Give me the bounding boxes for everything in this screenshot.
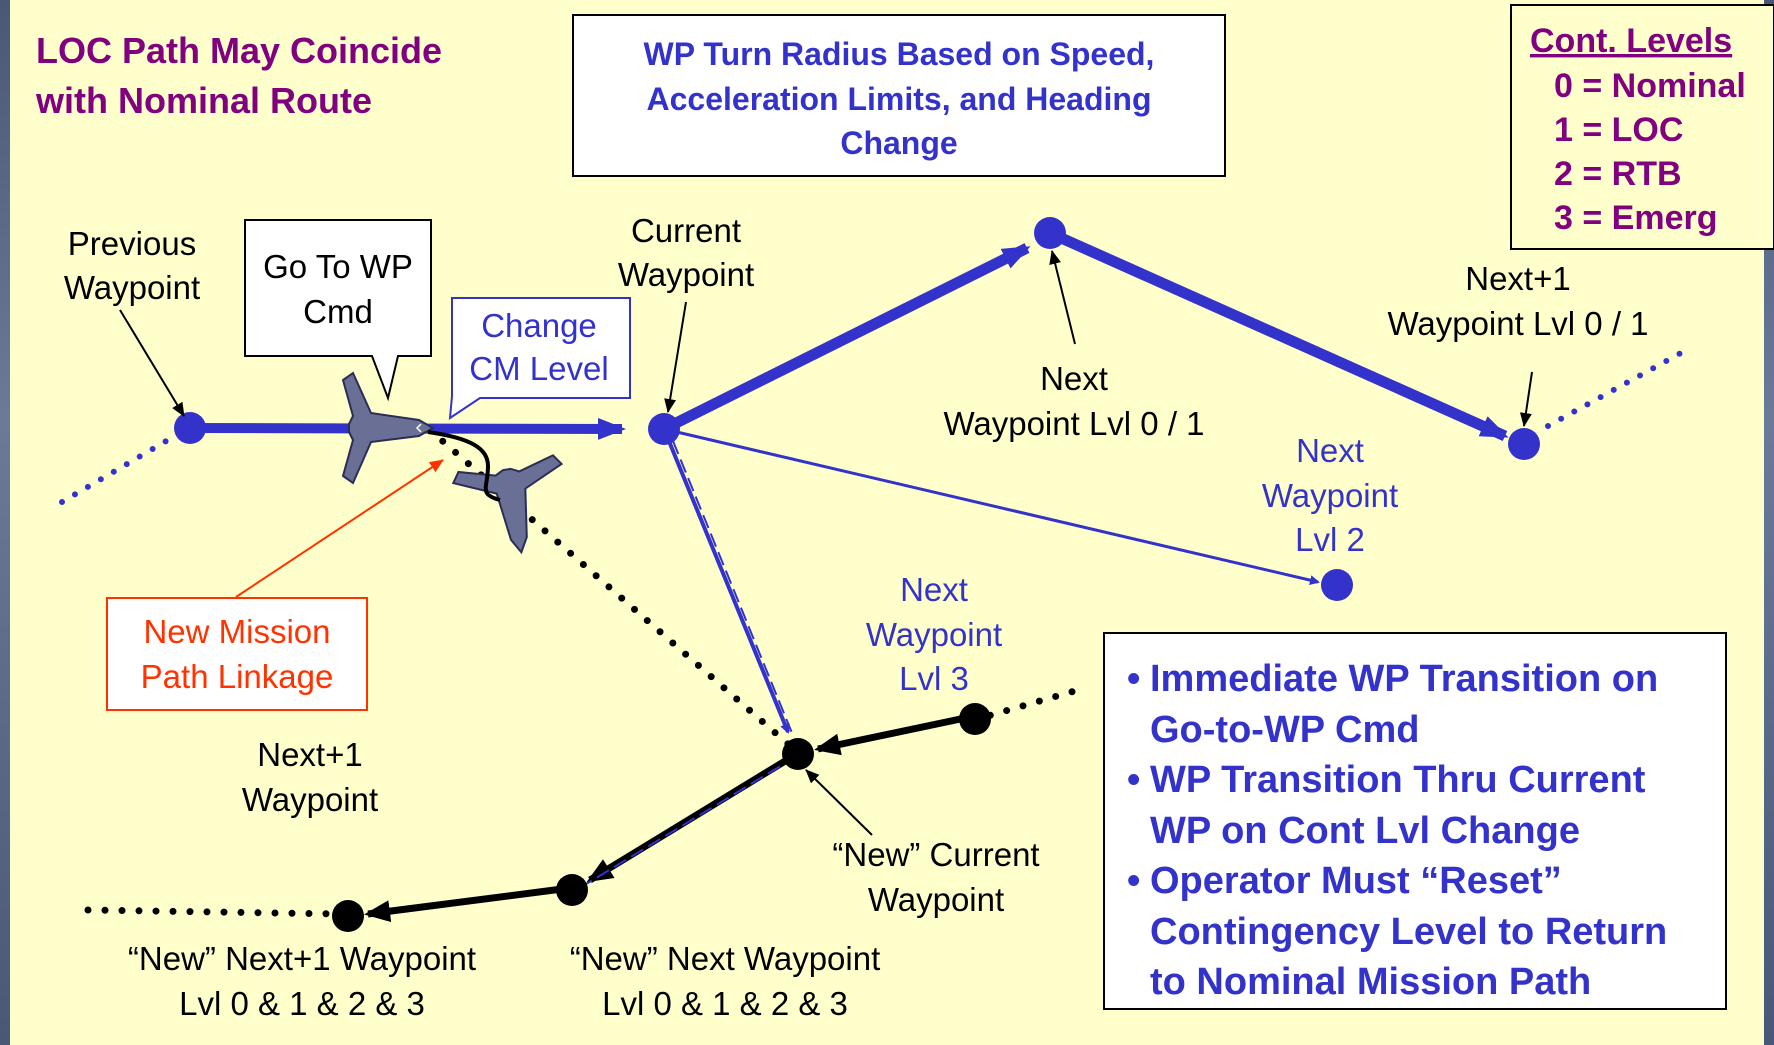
title: LOC Path May Coincide with Nominal Route — [35, 30, 442, 121]
svg-text:Lvl 0 & 1 & 2 & 3: Lvl 0 & 1 & 2 & 3 — [179, 985, 425, 1022]
svg-text:Waypoint: Waypoint — [866, 616, 1002, 653]
next1-waypoint-lvl01-marker — [1508, 428, 1540, 460]
svg-text:Next: Next — [1296, 432, 1364, 469]
label-new-next1-waypoint: “New” Next+1 Waypoint Lvl 0 & 1 & 2 & 3 — [128, 940, 476, 1022]
svg-text:Waypoint: Waypoint — [64, 269, 200, 306]
bullets-box — [1103, 632, 1727, 1010]
svg-text:•: • — [1127, 658, 1140, 700]
legend: Cont. Levels 0 = Nominal 1 = LOC 2 = RTB… — [1530, 22, 1746, 237]
label-next-waypoint-lvl3: Next Waypoint Lvl 3 — [866, 571, 1002, 697]
title-line1: LOC Path May Coincide — [36, 30, 442, 71]
svg-text:Acceleration Limits, and Headi: Acceleration Limits, and Heading — [647, 81, 1152, 117]
aircraft-turning-icon — [451, 454, 564, 555]
new-mission-path-linkage: New Mission Path Linkage — [141, 613, 334, 695]
label-next-waypoint-lvl2: Next Waypoint Lvl 2 — [1262, 432, 1398, 558]
label-next1-waypoint: Next+1 Waypoint — [242, 736, 378, 818]
label-previous-waypoint: Previous Waypoint — [64, 225, 200, 306]
legend-item-3: 3 = Emerg — [1554, 199, 1717, 237]
svg-text:Go To WP: Go To WP — [263, 248, 413, 285]
svg-text:Waypoint Lvl 0 / 1: Waypoint Lvl 0 / 1 — [1387, 305, 1648, 342]
bullet-item-3: • Operator Must “Reset” Contingency Leve… — [1127, 860, 1667, 1003]
waypoint-markers — [174, 217, 1540, 932]
svg-text:to Nominal Mission Path: to Nominal Mission Path — [1150, 961, 1591, 1003]
change-cm-level-callout: Change CM Level — [469, 307, 608, 387]
svg-text:Operator Must “Reset”: Operator Must “Reset” — [1150, 860, 1562, 902]
svg-text:Next: Next — [900, 571, 968, 608]
label-new-current-waypoint: “New” Current Waypoint — [832, 836, 1039, 918]
svg-text:“New” Current: “New” Current — [832, 836, 1039, 873]
contingency-route — [364, 713, 971, 923]
legend-header: Cont. Levels — [1530, 22, 1732, 60]
svg-text:“New” Next+1 Waypoint: “New” Next+1 Waypoint — [128, 940, 476, 977]
change-cm-level-callout-shape — [448, 297, 631, 420]
svg-text:New Mission: New Mission — [143, 613, 330, 650]
svg-text:Waypoint: Waypoint — [618, 256, 754, 293]
turn-radius-text: WP Turn Radius Based on Speed, Accelerat… — [644, 36, 1155, 161]
svg-text:Current: Current — [631, 212, 741, 249]
next-waypoint-lvl3-marker — [959, 703, 991, 735]
label-current-waypoint: Current Waypoint — [618, 212, 754, 293]
bullet-item-1: • Immediate WP Transition on Go-to-WP Cm… — [1127, 658, 1658, 751]
svg-text:Path Linkage: Path Linkage — [141, 658, 334, 695]
svg-text:Waypoint Lvl 0 / 1: Waypoint Lvl 0 / 1 — [943, 405, 1204, 442]
svg-text:WP Turn Radius Based on Speed,: WP Turn Radius Based on Speed, — [644, 36, 1155, 72]
go-to-wp-callout: Go To WP Cmd — [263, 248, 413, 330]
new-next1-waypoint-marker — [332, 900, 364, 932]
current-waypoint-marker — [648, 413, 680, 445]
legend-item-1: 1 = LOC — [1554, 111, 1683, 149]
svg-text:Lvl 0 & 1 & 2 & 3: Lvl 0 & 1 & 2 & 3 — [602, 985, 848, 1022]
next-waypoint-lvl01-marker — [1034, 217, 1066, 249]
svg-text:Cmd: Cmd — [303, 293, 373, 330]
bullet-list: • Immediate WP Transition on Go-to-WP Cm… — [1127, 658, 1667, 1003]
svg-text:Next+1: Next+1 — [257, 736, 362, 773]
svg-text:Next: Next — [1040, 360, 1108, 397]
svg-text:Change: Change — [481, 307, 597, 344]
legend-box — [1510, 4, 1774, 250]
turn-path — [427, 430, 501, 502]
svg-text:Previous: Previous — [68, 225, 196, 262]
svg-text:Immediate WP Transition on: Immediate WP Transition on — [1150, 658, 1658, 700]
dotted-lines — [59, 345, 1693, 918]
svg-text:Contingency Level to Return: Contingency Level to Return — [1150, 911, 1667, 953]
svg-text:Lvl 2: Lvl 2 — [1295, 521, 1365, 558]
pointer-arrows — [119, 250, 1533, 836]
svg-text:•: • — [1127, 860, 1140, 902]
svg-text:Next+1: Next+1 — [1465, 260, 1570, 297]
new-mission-box — [106, 597, 368, 711]
svg-text:Waypoint: Waypoint — [868, 881, 1004, 918]
turn-radius-box — [572, 14, 1226, 177]
svg-text:•: • — [1127, 759, 1140, 801]
title-line2: with Nominal Route — [35, 80, 372, 121]
new-next-waypoint-marker — [556, 874, 588, 906]
svg-text:WP Transition Thru Current: WP Transition Thru Current — [1150, 759, 1646, 801]
svg-text:Waypoint: Waypoint — [1262, 477, 1398, 514]
svg-text:“New” Next Waypoint: “New” Next Waypoint — [570, 940, 881, 977]
label-next1-waypoint-lvl01: Next+1 Waypoint Lvl 0 / 1 — [1387, 260, 1648, 342]
legend-item-0: 0 = Nominal — [1554, 67, 1746, 105]
label-next-waypoint-lvl01: Next Waypoint Lvl 0 / 1 — [943, 360, 1204, 442]
svg-text:WP on Cont Lvl Change: WP on Cont Lvl Change — [1150, 810, 1580, 852]
previous-waypoint-marker — [174, 412, 206, 444]
svg-text:Change: Change — [840, 125, 957, 161]
bullet-item-2: • WP Transition Thru Current WP on Cont … — [1127, 759, 1646, 852]
next-waypoint-lvl2-marker — [1321, 569, 1353, 601]
svg-text:Go-to-WP Cmd: Go-to-WP Cmd — [1150, 709, 1419, 751]
label-new-next-waypoint: “New” Next Waypoint Lvl 0 & 1 & 2 & 3 — [570, 940, 881, 1022]
svg-text:Waypoint: Waypoint — [242, 781, 378, 818]
svg-text:Lvl 3: Lvl 3 — [899, 660, 969, 697]
go-to-wp-callout-shape — [244, 219, 432, 402]
new-current-waypoint-marker — [782, 738, 814, 770]
svg-text:CM Level: CM Level — [469, 350, 608, 387]
legend-item-2: 2 = RTB — [1554, 155, 1682, 193]
aircraft-icon — [341, 371, 436, 485]
